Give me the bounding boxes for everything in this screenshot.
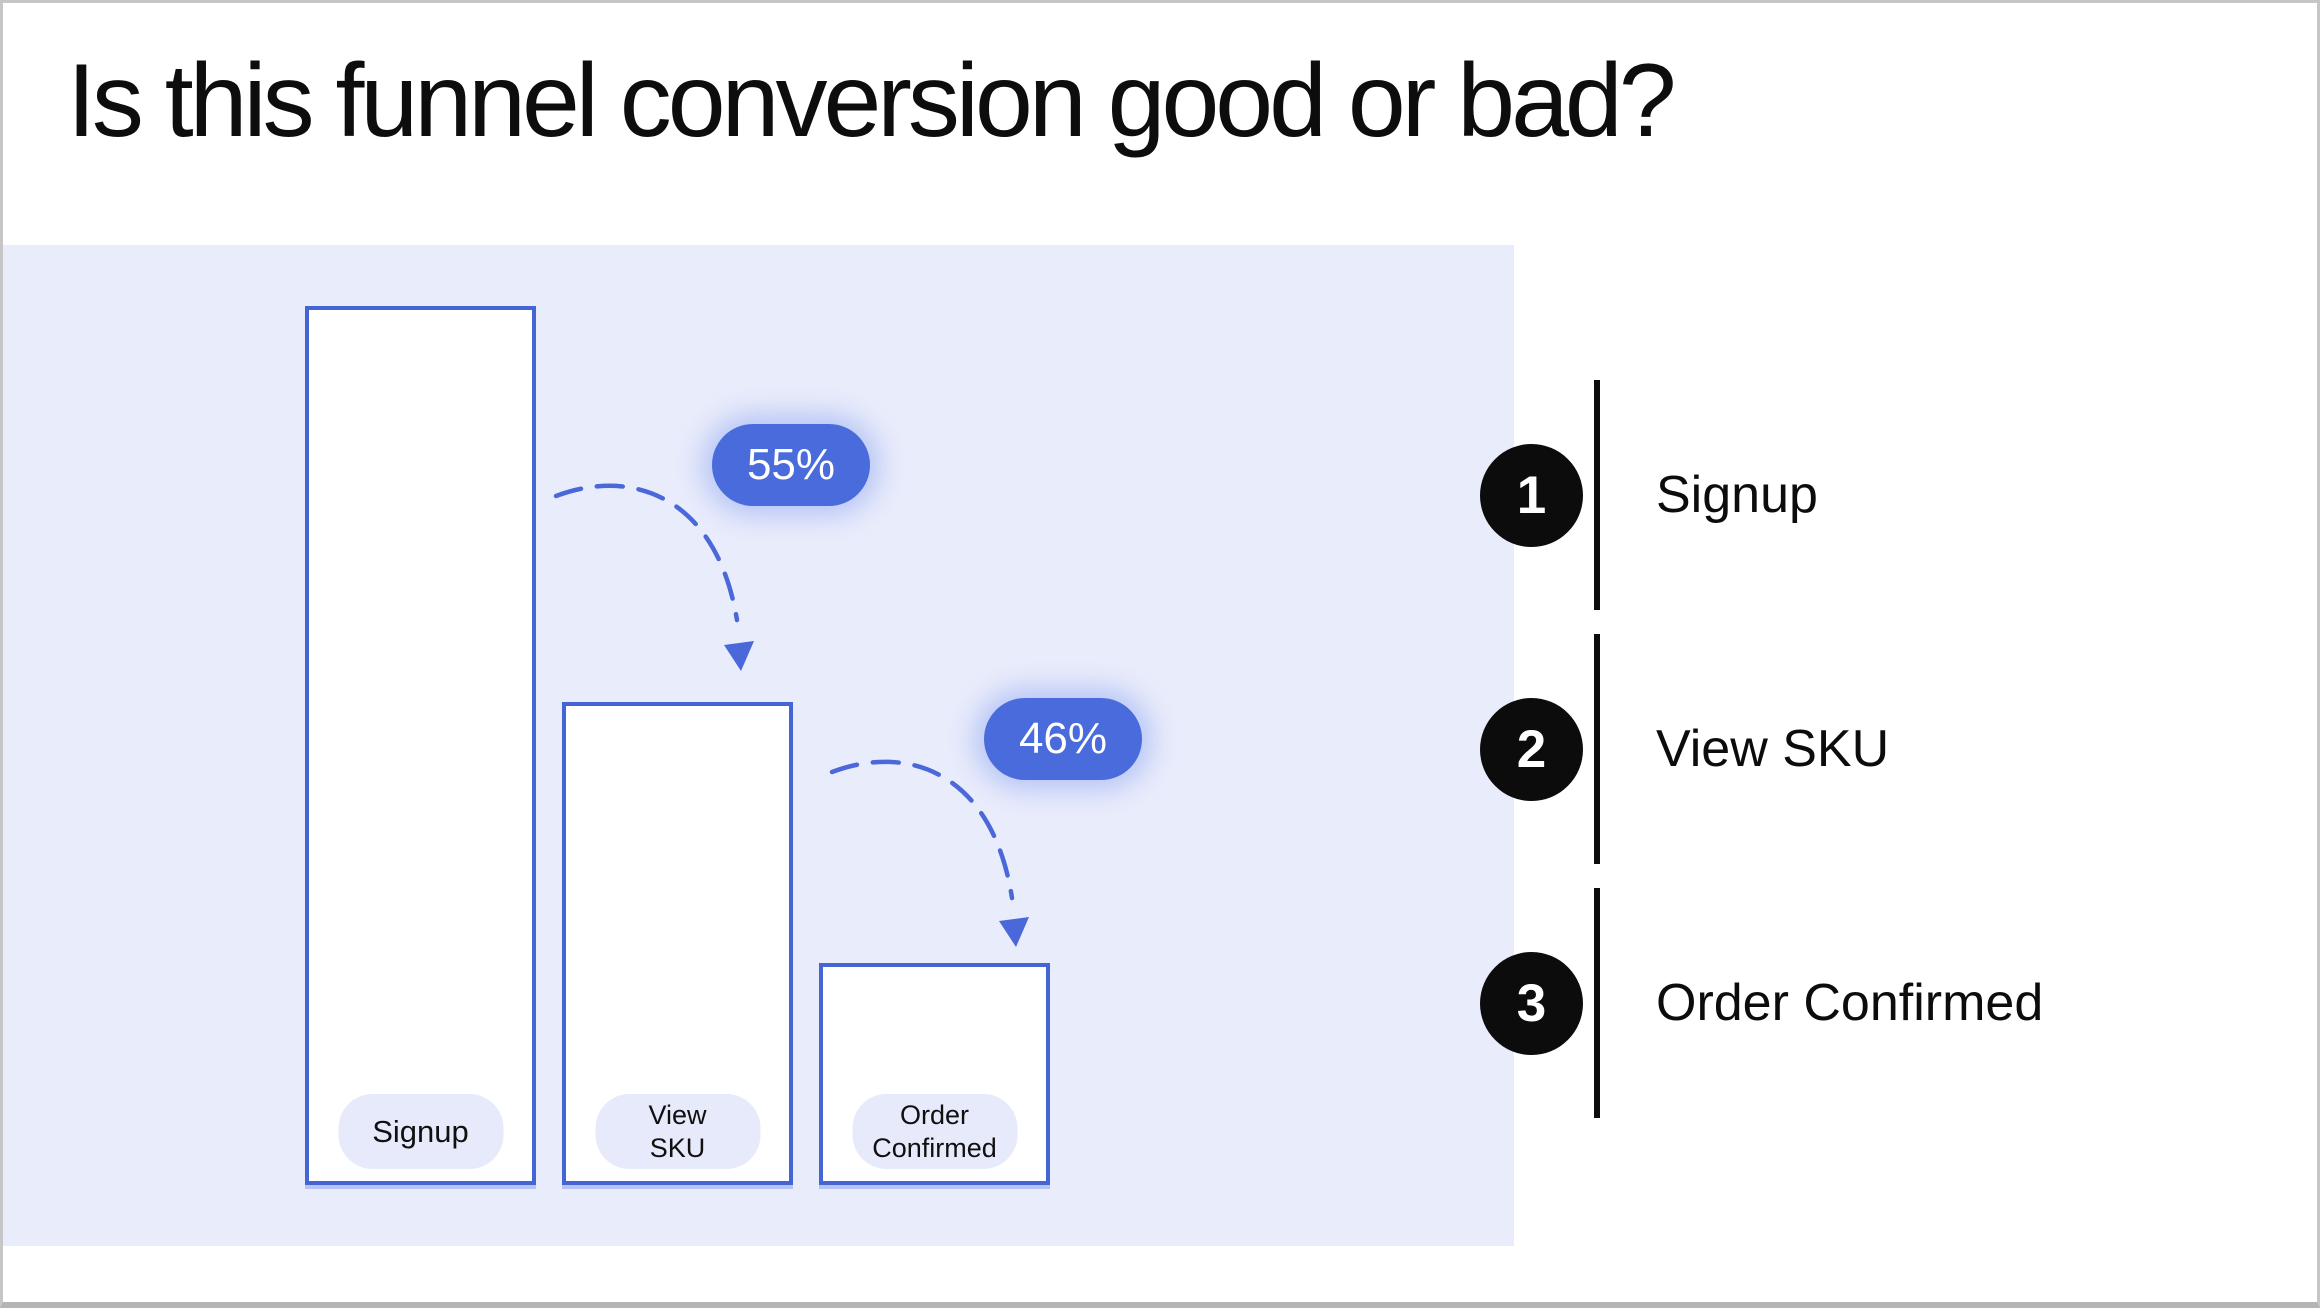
legend-divider-line xyxy=(1594,634,1600,864)
funnel-bar-order-confirmed: Order Confirmed xyxy=(819,963,1050,1185)
page-title: Is this funnel conversion good or bad? xyxy=(67,43,1677,159)
step-number-badge: 3 xyxy=(1480,951,1583,1055)
arrow-down-icon xyxy=(999,917,1029,947)
bar-label-line: View xyxy=(648,1100,707,1131)
step-number: 3 xyxy=(1516,973,1547,1033)
bar-label-line: Signup xyxy=(372,1113,469,1149)
bar-label-line: Order xyxy=(899,1100,970,1131)
step-number-badge: 1 xyxy=(1480,443,1583,547)
bar-label-pill-signup: Signup xyxy=(338,1094,503,1169)
legend-item-label: View SKU xyxy=(1656,720,1890,778)
legend-item-label: Signup xyxy=(1656,466,1818,524)
funnel-bar-view-sku: View SKU xyxy=(562,702,793,1185)
conversion-badge-46: 46% xyxy=(984,698,1142,780)
arrow-down-icon xyxy=(724,641,754,671)
step-number-badge: 2 xyxy=(1480,697,1583,801)
bar-label-line: Confirmed xyxy=(872,1132,997,1163)
legend-item-view-sku: 2 View SKU xyxy=(1480,634,2300,864)
funnel-panel: Signup View SKU Order Confirmed xyxy=(0,245,1514,1246)
legend-item-signup: 1 Signup xyxy=(1480,380,2300,610)
dashed-arc-signup-to-viewsku xyxy=(553,483,740,623)
conversion-badge-label: 55% xyxy=(746,440,836,489)
legend-item-order-confirmed: 3 Order Confirmed xyxy=(1480,888,2300,1118)
bar-label-pill-view-sku: View SKU xyxy=(595,1094,760,1169)
legend-divider-line xyxy=(1594,380,1600,610)
step-number: 1 xyxy=(1516,465,1547,525)
legend-divider-line xyxy=(1594,888,1600,1118)
conversion-badge-label: 46% xyxy=(1018,714,1108,763)
step-number: 2 xyxy=(1516,719,1547,779)
dashed-arc-viewsku-to-order xyxy=(829,759,1015,901)
bar-label-line: SKU xyxy=(649,1132,706,1163)
funnel-bar-signup: Signup xyxy=(305,306,536,1185)
bar-label-pill-order-confirmed: Order Confirmed xyxy=(852,1094,1017,1169)
legend-item-label: Order Confirmed xyxy=(1656,974,2044,1032)
conversion-badge-55: 55% xyxy=(712,424,870,506)
